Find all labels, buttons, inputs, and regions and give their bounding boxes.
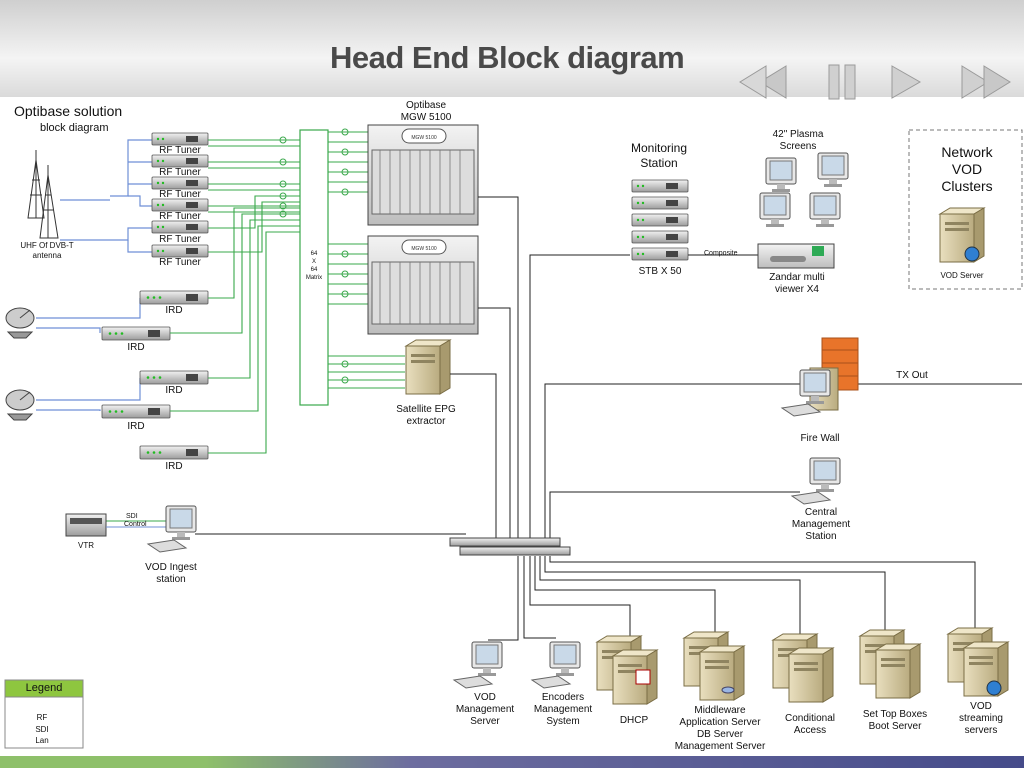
ird-label: IRD xyxy=(127,342,145,353)
firewall-label: Fire Wall xyxy=(800,433,840,444)
page-title: Head End Block diagram xyxy=(330,40,685,75)
stb-boot-server-label: Set Top Boxes Boot Server xyxy=(862,709,928,732)
satellite-dish-icon xyxy=(5,389,35,421)
encoders-management-label: Encoders Management System xyxy=(533,692,593,727)
legend-rf: RF xyxy=(30,712,54,724)
vod-management-workstation-icon xyxy=(454,642,502,688)
epg-server-icon xyxy=(405,339,451,395)
rf-tuner-label: RF Tuner xyxy=(159,257,201,268)
mgw-badge xyxy=(401,239,447,255)
rf-tuner-label: RF Tuner xyxy=(159,189,201,200)
conditional-access-server-icon xyxy=(788,647,834,703)
legend-lan: Lan xyxy=(30,735,54,747)
mgw-badge xyxy=(401,128,447,144)
lan-switch xyxy=(449,537,571,556)
control-label: Control xyxy=(124,521,147,528)
ird-label: IRD xyxy=(165,305,183,316)
mgw-badge-label: MGW 5100 xyxy=(411,246,437,252)
composite-label: Composite xyxy=(704,250,738,257)
network-vod-title: Network VOD Clusters xyxy=(941,144,993,194)
plasma-screens-label: 42" Plasma Screens xyxy=(772,129,824,152)
middleware-label: Middleware Application Server DB Server … xyxy=(674,705,766,752)
stb-boot-server-icon xyxy=(875,643,921,699)
antenna-label: UHF Of DVB-T antenna xyxy=(20,241,74,260)
ird-label: IRD xyxy=(127,421,145,432)
encoders-management-workstation-icon xyxy=(532,642,580,688)
vod-management-server-label: VOD Management Server xyxy=(455,692,515,727)
central-management-label: Central Management Station xyxy=(791,507,851,542)
conditional-access-label: Conditional Access xyxy=(784,713,836,736)
monitoring-station-label: Monitoring Station xyxy=(630,141,688,170)
footer-bar xyxy=(0,756,1024,768)
vtr-deck xyxy=(65,513,107,537)
middleware-server-icon xyxy=(699,645,745,701)
solution-title: Optibase solution xyxy=(14,103,123,119)
plasma-screens xyxy=(759,152,849,228)
ird-label: IRD xyxy=(165,461,183,472)
legend-sdi: SDI xyxy=(30,724,54,736)
sdi-label: SDI xyxy=(126,513,138,520)
stb-stack xyxy=(631,179,689,261)
antenna-icon xyxy=(27,150,59,239)
tx-out-label: TX Out xyxy=(896,370,928,381)
matrix-label: 64 X 64 Matrix xyxy=(305,251,323,281)
ird-label: IRD xyxy=(165,385,183,396)
rf-tuner-label: RF Tuner xyxy=(159,167,201,178)
dhcp-label: DHCP xyxy=(619,715,649,726)
play-icon[interactable] xyxy=(888,62,924,102)
vod-ingest-label: VOD Ingest station xyxy=(145,562,197,585)
epg-label: Satellite EPG extractor xyxy=(396,404,456,427)
pause-icon[interactable] xyxy=(825,62,861,102)
rf-tuner-label: RF Tuner xyxy=(159,234,201,245)
rf-tuner-label: RF Tuner xyxy=(159,145,201,156)
vod-streaming-label: VOD streaming servers xyxy=(959,701,1003,736)
mgw-label: Optibase MGW 5100 xyxy=(400,100,452,123)
rewind-icon[interactable] xyxy=(738,62,788,102)
stb-label: STB X 50 xyxy=(638,266,682,277)
vtr-label: VTR xyxy=(78,541,94,550)
zandar-viewer xyxy=(757,243,835,269)
solution-subtitle: block diagram xyxy=(40,122,109,134)
central-management-workstation-icon xyxy=(792,458,840,504)
network-vod-box xyxy=(908,129,1023,290)
mgw-badge-label: MGW 5100 xyxy=(411,135,437,141)
matrix-switch xyxy=(299,129,329,406)
legend-title: Legend xyxy=(25,682,63,694)
vod-server-label: VOD Server xyxy=(940,271,984,280)
zandar-label: Zandar multi viewer X4 xyxy=(769,272,825,295)
rf-tuner-label: RF Tuner xyxy=(159,211,201,222)
mgw-chassis xyxy=(367,124,479,335)
satellite-dish-icon xyxy=(5,307,35,339)
fast-forward-icon[interactable] xyxy=(960,62,1016,102)
vod-ingest-workstation-icon xyxy=(148,506,196,552)
